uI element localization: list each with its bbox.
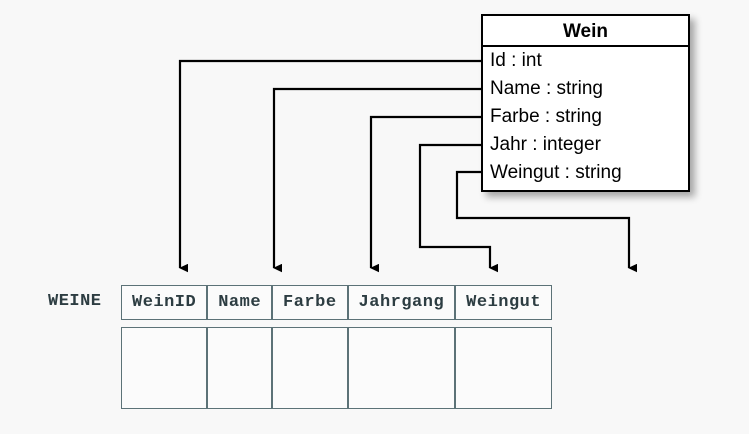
class-name-title: Wein	[483, 16, 688, 47]
connector-weingut-to-weingut	[455, 170, 637, 273]
column-header-weinid[interactable]: WeinID	[121, 285, 208, 320]
cell-weingut[interactable]	[455, 327, 553, 409]
column-header-jahrgang[interactable]: Jahrgang	[347, 285, 456, 320]
cell-jahrgang[interactable]	[347, 327, 456, 409]
cell-weinid[interactable]	[121, 327, 208, 409]
column-header-weingut[interactable]: Weingut	[455, 285, 553, 320]
cell-name[interactable]	[207, 327, 273, 409]
cell-farbe[interactable]	[272, 327, 348, 409]
class-attribute-farbe: Farbe : string	[490, 106, 602, 127]
relational-table-weine[interactable]: WeinID Name Farbe Jahrgang Weingut	[121, 285, 553, 409]
class-attribute-id: Id : int	[490, 50, 542, 71]
class-attribute-weingut: Weingut : string	[490, 162, 622, 183]
connector-farbe-to-farbe	[369, 115, 481, 273]
connector-name-to-name	[272, 87, 481, 273]
class-attribute-list: Id : int Name : string Farbe : string Ja…	[483, 47, 688, 187]
column-header-name[interactable]: Name	[207, 285, 273, 320]
class-attribute-jahr: Jahr : integer	[490, 134, 601, 155]
connector-id-to-weinid	[178, 59, 481, 273]
relation-name-weine: WEINE	[48, 292, 102, 311]
connector-jahr-to-jahrgang	[418, 143, 498, 273]
column-header-farbe[interactable]: Farbe	[272, 285, 348, 320]
uml-class-box-wein[interactable]: Wein Id : int Name : string Farbe : stri…	[481, 14, 690, 192]
class-attribute-name: Name : string	[490, 78, 603, 99]
table-row[interactable]	[121, 327, 553, 409]
table-row-spacer	[121, 320, 552, 327]
table-header-row: WeinID Name Farbe Jahrgang Weingut	[121, 285, 553, 320]
